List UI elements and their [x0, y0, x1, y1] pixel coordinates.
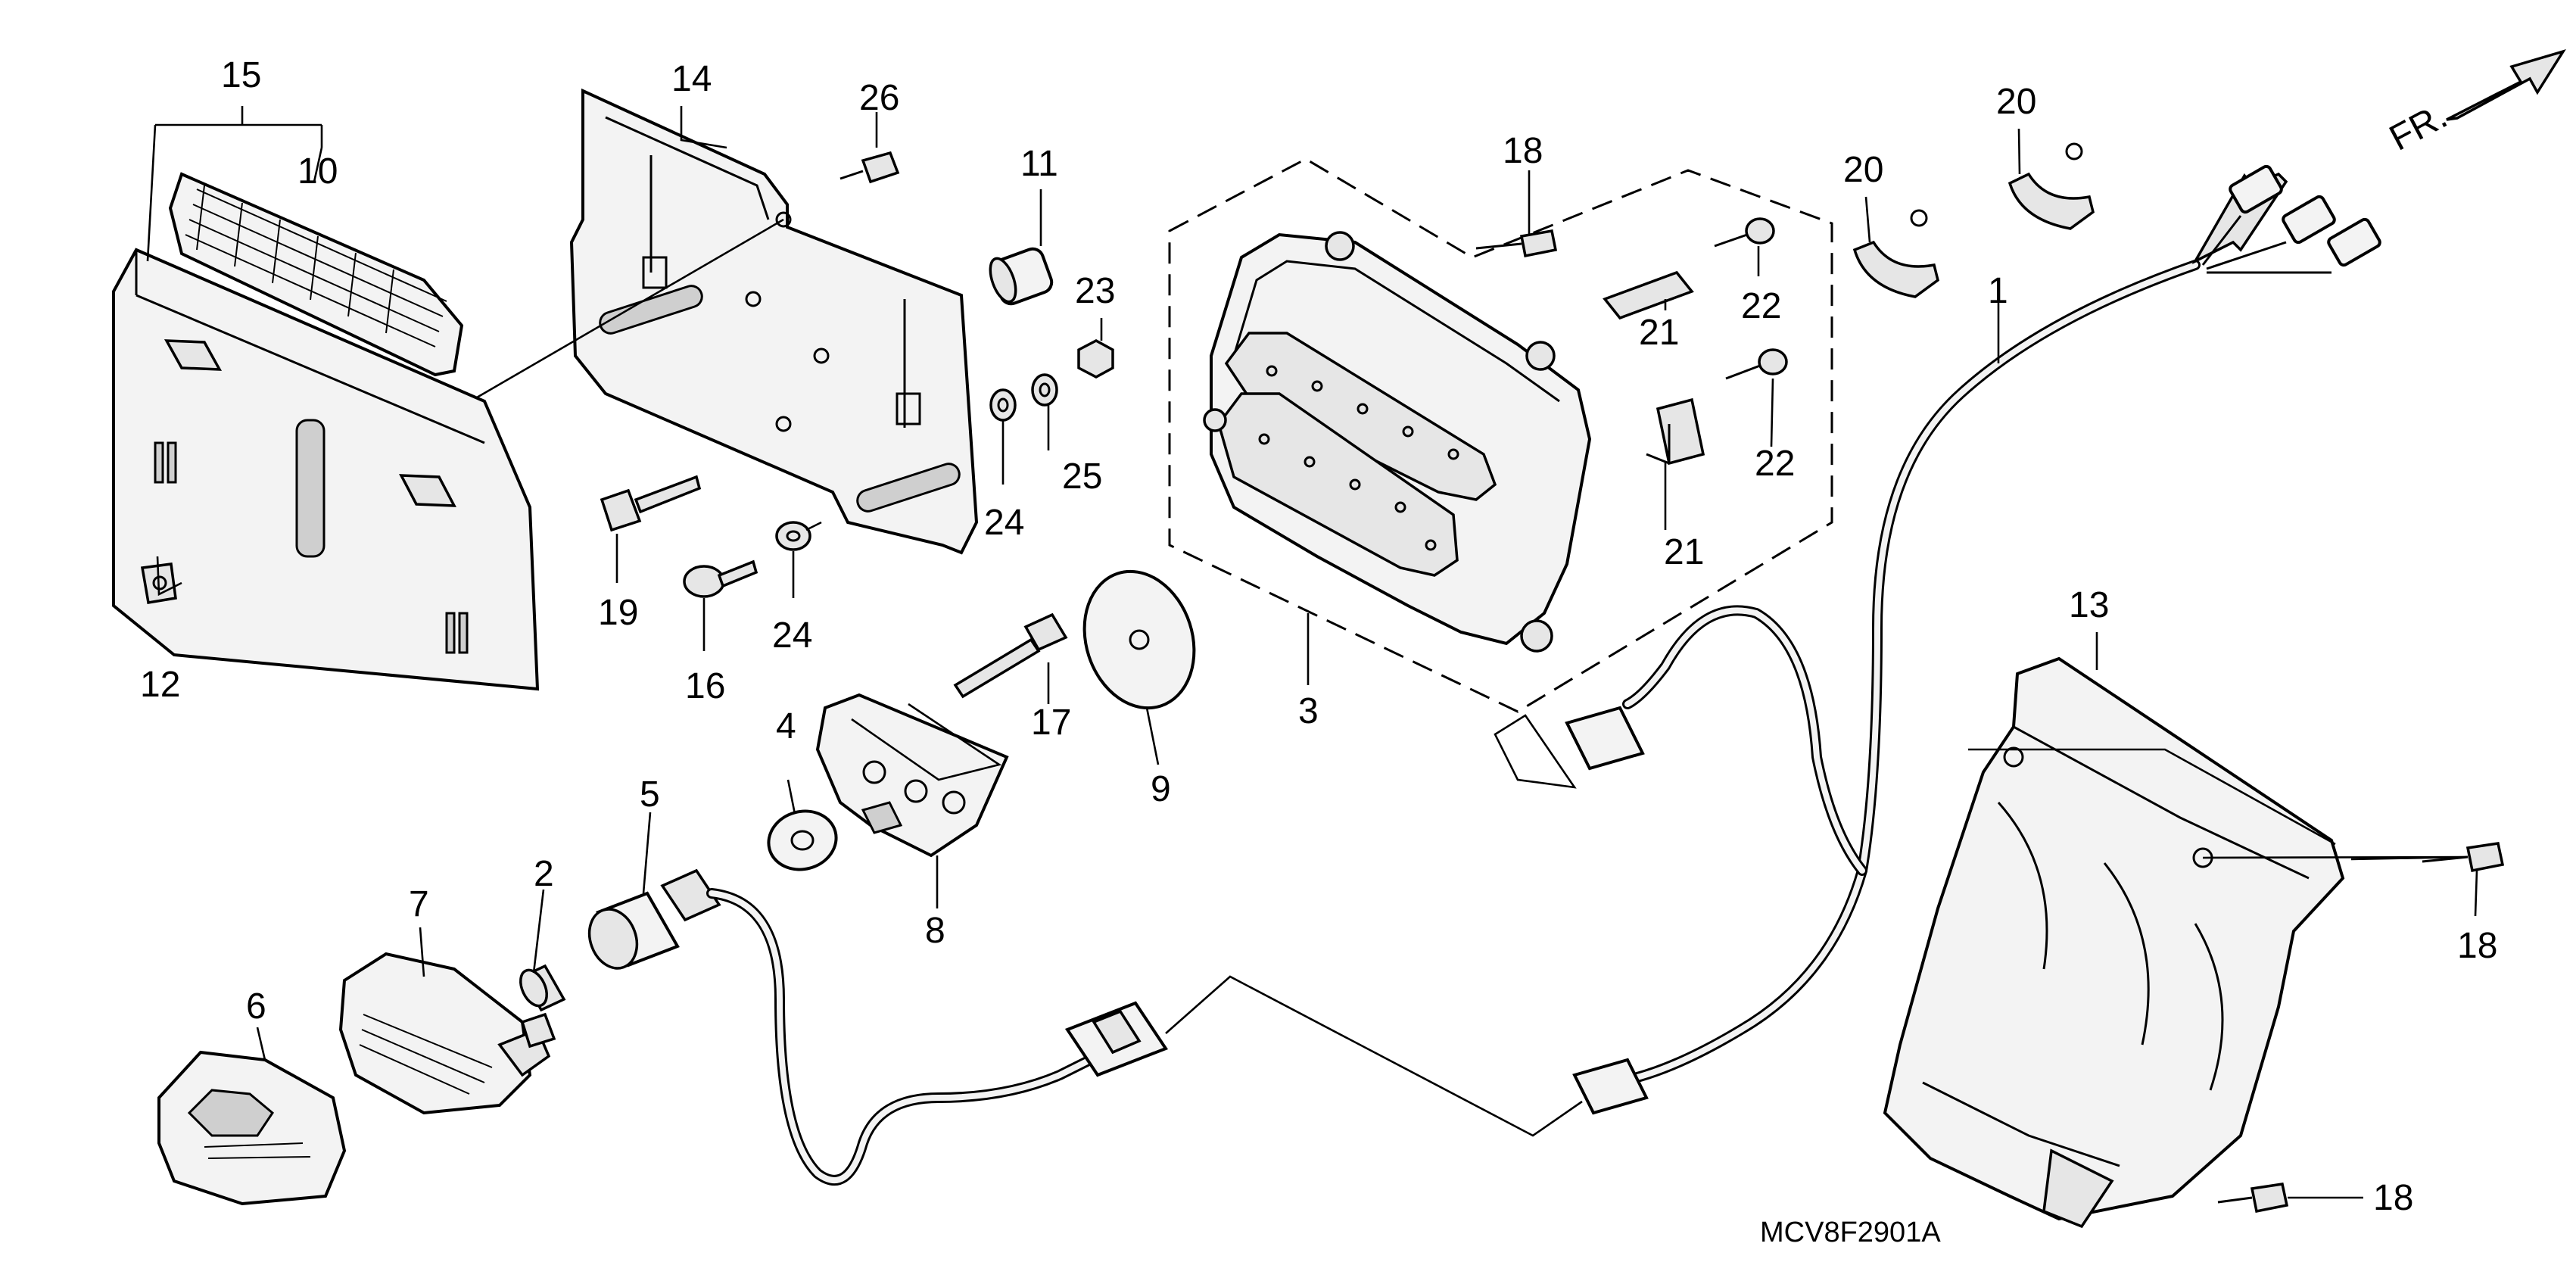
license-plate-bracket	[112, 248, 540, 691]
gasket-4	[767, 809, 838, 871]
screw-18-bottom	[2217, 1183, 2289, 1214]
callout-5: 5	[640, 774, 660, 815]
callout-25: 25	[1062, 457, 1102, 497]
clip-21-lower	[1646, 397, 1705, 466]
bolt-19	[600, 475, 702, 532]
screw-22-upper	[1714, 217, 1775, 248]
lens-6	[157, 1050, 347, 1206]
lower-cover	[1883, 656, 2345, 1229]
callout-24-upper: 24	[984, 503, 1024, 543]
screw-22-lower	[1725, 348, 1788, 380]
bolt-17	[953, 612, 1068, 699]
callout-26: 26	[859, 78, 899, 118]
bulb-2	[519, 964, 566, 1012]
callout-numbers: 15 10 12 14 26 11 23 24 25 19 16 24 17 9…	[140, 55, 2497, 1218]
light-bracket-8	[815, 693, 1009, 858]
callout-15: 15	[221, 55, 261, 95]
nut-23	[1077, 339, 1114, 379]
light-housing-7	[338, 952, 556, 1115]
clip-21-upper	[1603, 270, 1694, 320]
callout-20-left: 20	[1843, 150, 1883, 190]
callout-6: 6	[246, 986, 266, 1027]
callout-21-lower: 21	[1664, 532, 1704, 572]
screw-16	[683, 559, 758, 598]
gasket-9	[1082, 569, 1196, 710]
callout-11: 11	[1020, 144, 1058, 184]
callout-7: 7	[409, 884, 429, 924]
wire-harness	[1565, 164, 2381, 1115]
callout-24-lower: 24	[772, 615, 812, 656]
callout-12: 12	[140, 665, 180, 705]
callout-13: 13	[2069, 585, 2109, 625]
collar-11	[989, 247, 1054, 306]
license-light-wire	[706, 888, 1169, 1186]
callout-19: 19	[598, 593, 638, 633]
callout-1: 1	[1988, 271, 2008, 311]
screw-18-top	[1475, 229, 1558, 258]
leader-lines	[146, 106, 2478, 1199]
callout-3: 3	[1298, 691, 1319, 731]
direction-label: FR.	[2383, 96, 2453, 159]
callout-14: 14	[671, 59, 712, 99]
callout-22-upper: 22	[1741, 286, 1781, 326]
diagram-code: MCV8F2901A	[1760, 1217, 1941, 1248]
callout-18-right: 18	[2457, 926, 2497, 966]
connector-bracket-line	[1494, 714, 1577, 789]
socket-5	[587, 868, 721, 970]
callout-4: 4	[776, 706, 796, 746]
callout-17: 17	[1031, 703, 1071, 743]
callout-10: 10	[297, 151, 338, 192]
washer-25	[1031, 373, 1058, 407]
callout-16: 16	[685, 666, 725, 706]
callout-18-top: 18	[1503, 131, 1543, 171]
callout-21-upper: 21	[1639, 313, 1679, 353]
assembly-boundary-3	[1168, 157, 1833, 713]
washer-24-upper	[989, 388, 1017, 422]
tail-light-assembly	[1203, 231, 1592, 653]
callout-23: 23	[1075, 271, 1115, 311]
bolt-26	[839, 151, 900, 184]
callout-18-bottom: 18	[2373, 1178, 2413, 1218]
wire-connection-line	[1165, 975, 1583, 1137]
reflector	[168, 172, 464, 377]
callout-2: 2	[534, 854, 554, 894]
washer-24-lower	[775, 521, 811, 551]
callout-20-right: 20	[1996, 82, 2036, 122]
callout-9: 9	[1151, 769, 1171, 809]
mounting-plate	[569, 88, 979, 555]
cable-clamp-20-right	[2008, 142, 2095, 230]
front-direction-arrow: FR.	[2383, 49, 2566, 159]
callout-22-lower: 22	[1755, 444, 1795, 484]
callout-8: 8	[925, 911, 945, 951]
cable-clamp-20-left	[1852, 209, 1939, 298]
